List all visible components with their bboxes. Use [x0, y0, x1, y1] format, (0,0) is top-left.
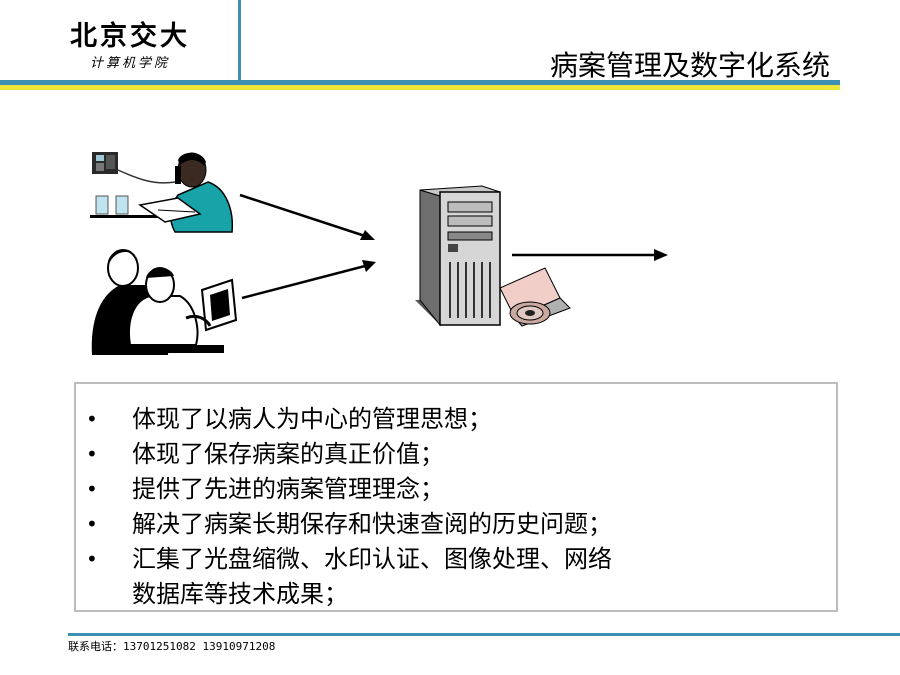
- bullet-text: 解决了病案长期保存和快速查阅的历史问题；: [132, 510, 612, 538]
- page-title: 病案管理及数字化系统: [549, 49, 830, 82]
- bullet-list: • 体现了以病人为中心的管理思想； • 体现了保存病案的真正价值； • 提供了先进的病…: [76, 384, 836, 612]
- bullet-symbol: •: [86, 407, 98, 431]
- workflow-illustration: [90, 152, 668, 355]
- footer-divider: [68, 633, 900, 636]
- bullet-box: • 体现了以病人为中心的管理思想； • 体现了保存病案的真正价值； • 提供了先进的病…: [74, 382, 838, 612]
- bullet-symbol: •: [86, 477, 98, 501]
- bullet-symbol: •: [86, 547, 98, 571]
- arrow-icon: [239, 193, 668, 300]
- bullet-item: • 提供了先进的病案管理理念；: [76, 472, 836, 507]
- bullet-item: • 体现了保存病案的真正价值；: [76, 437, 836, 472]
- bullet-symbol: •: [86, 512, 98, 536]
- bullet-text: 提供了先进的病案管理理念；: [132, 475, 444, 503]
- optical-disc-icon: [499, 267, 571, 327]
- logo-subtitle: 计算机学院: [89, 56, 170, 71]
- bullet-item: • 汇集了光盘缩微、水印认证、图像处理、网络 数据库等技术成果；: [76, 542, 836, 612]
- bullet-text: 体现了保存病案的真正价值；: [132, 440, 444, 468]
- header-vertical-divider: [238, 0, 241, 80]
- footer-contact: 联系电话：13701251082 13910971208: [68, 640, 276, 653]
- header-yellow-bar: [0, 85, 840, 90]
- bullet-text: 体现了以病人为中心的管理思想；: [132, 405, 492, 433]
- server-tower-icon: [415, 185, 501, 327]
- logo-text: 北京交大: [70, 21, 190, 52]
- phone-icon: [92, 152, 176, 184]
- bullet-symbol: •: [86, 442, 98, 466]
- doctors-reviewing-xray-icon: [91, 249, 238, 355]
- bullet-text: 汇集了光盘缩微、水印认证、图像处理、网络 数据库等技术成果；: [132, 545, 612, 608]
- header-blue-bar: [0, 80, 840, 85]
- bullet-item: • 解决了病案长期保存和快速查阅的历史问题；: [76, 507, 836, 542]
- bullet-item: • 体现了以病人为中心的管理思想；: [76, 402, 836, 437]
- doctor-on-phone-icon: [90, 152, 234, 233]
